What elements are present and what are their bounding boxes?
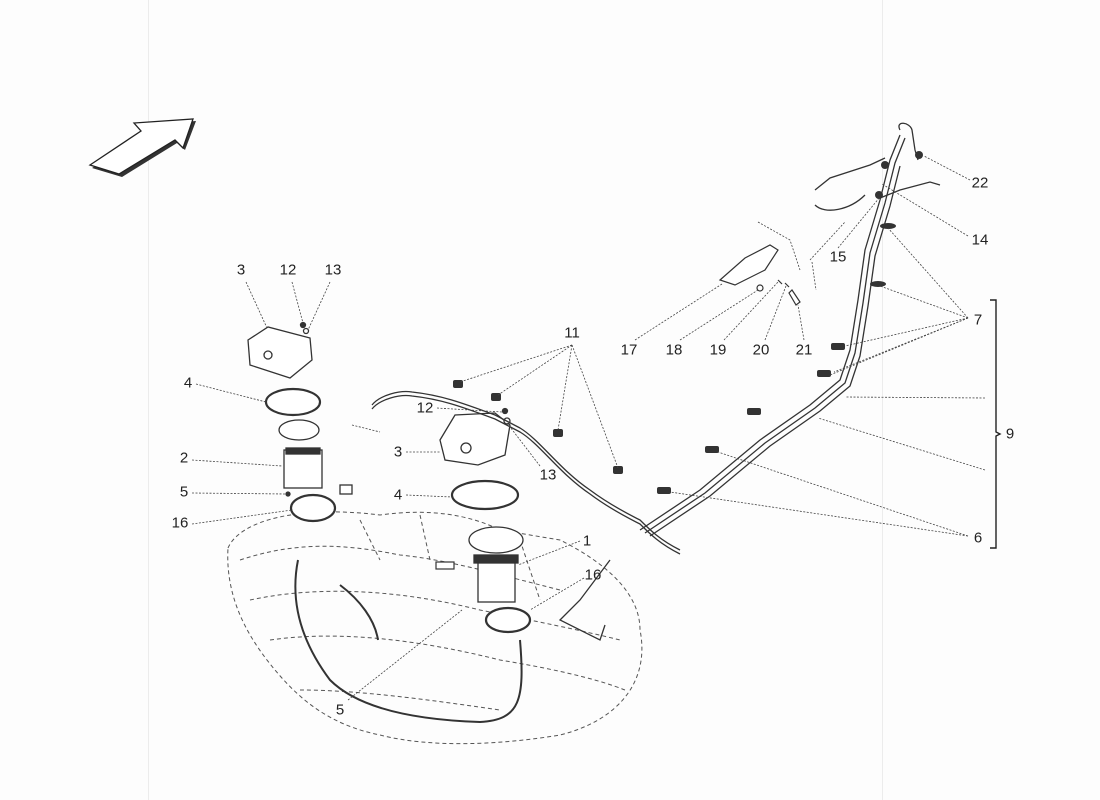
fuel-lines — [371, 122, 941, 641]
callout-4: 4 — [393, 486, 403, 504]
callout-1: 1 — [582, 532, 592, 550]
arrow-up-right-icon — [88, 118, 196, 177]
scan-edge-right — [882, 0, 883, 800]
callout-3: 3 — [236, 261, 246, 279]
callout-5: 5 — [335, 701, 345, 719]
callout-3: 3 — [393, 443, 403, 461]
callout-7: 7 — [973, 311, 983, 329]
callout-13: 13 — [324, 261, 342, 279]
callout-12: 12 — [279, 261, 297, 279]
clips — [453, 151, 923, 494]
callout-16: 16 — [171, 514, 189, 532]
callout-11: 11 — [564, 324, 580, 342]
callout-17: 17 — [620, 341, 638, 359]
center-pump-assembly — [439, 407, 532, 634]
callout-2: 2 — [179, 449, 189, 467]
callout-21: 21 — [795, 341, 813, 359]
callout-9: 9 — [1005, 425, 1015, 443]
callout-14: 14 — [971, 231, 989, 249]
callout-16: 16 — [584, 566, 602, 584]
callout-6: 6 — [973, 529, 983, 547]
tank-harness — [294, 559, 523, 724]
callout-22: 22 — [971, 174, 989, 192]
group-bracket-9 — [990, 299, 1002, 549]
callout-13: 13 — [539, 466, 557, 484]
callout-5: 5 — [179, 483, 189, 501]
callout-20: 20 — [752, 341, 770, 359]
callout-19: 19 — [709, 341, 727, 359]
scan-edge-left — [148, 0, 149, 800]
leader-lines — [191, 155, 986, 701]
callout-18: 18 — [665, 341, 683, 359]
left-pump-assembly — [247, 321, 353, 523]
callout-15: 15 — [829, 248, 847, 266]
bracket-assembly — [718, 244, 801, 306]
callout-12: 12 — [416, 399, 434, 417]
callout-4: 4 — [183, 374, 193, 392]
fuel-tank — [227, 511, 643, 745]
